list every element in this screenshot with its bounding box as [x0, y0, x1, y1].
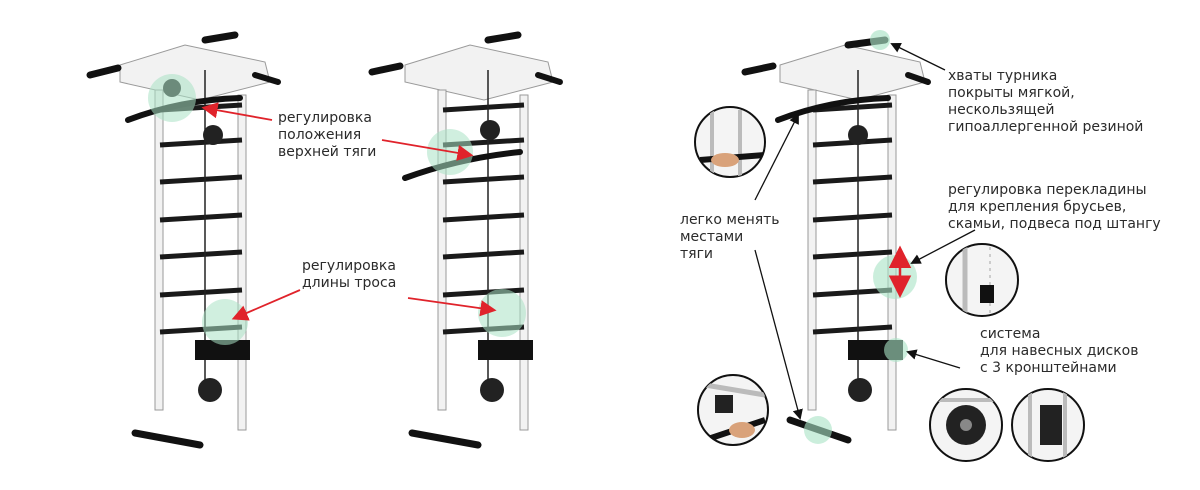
callout-plates: [906, 349, 961, 369]
pulley-icon: [480, 378, 504, 402]
pulley-icon: [848, 378, 872, 402]
wall-bars-unit-1: [86, 31, 281, 449]
pull-up-bar-top-2: [368, 31, 563, 101]
pull-up-bar-top-3: [741, 36, 931, 101]
top-pull-bar-3: [775, 95, 891, 123]
detail-circle-plates-2: [1011, 388, 1085, 462]
weight-plates-icon: [478, 340, 533, 360]
arrow-top-pull-2: [381, 139, 474, 161]
callout-swap-top: [754, 113, 799, 201]
pulley-icon: [203, 125, 223, 145]
frame-post-left-1: [154, 89, 164, 411]
label-cable-length-adjust: регулировка длины троса: [302, 258, 397, 291]
callout-crossbar: [910, 229, 976, 264]
highlight-zone: [873, 255, 917, 299]
highlight-zone: [870, 30, 890, 50]
label-grips: хваты турника покрыты мягкой, нескользящ…: [948, 68, 1144, 135]
rungs-1: [159, 102, 243, 335]
highlight-zone: [804, 416, 832, 444]
callout-grips: [890, 43, 946, 71]
pulley-icon: [480, 120, 500, 140]
wall-bars-unit-3: [741, 30, 931, 444]
arrow-top-pull-1: [201, 102, 273, 121]
frame-post-right-1: [237, 94, 247, 431]
frame-post-left-3: [807, 89, 817, 411]
label-easy-swap: легко менять местами тяги: [680, 212, 780, 262]
detail-circle-handle: [697, 374, 769, 446]
pulley-icon: [198, 378, 222, 402]
arrow-cable-2: [407, 297, 497, 317]
callout-swap-bottom: [754, 249, 803, 420]
label-top-pull-adjust: регулировка положения верхней тяги: [278, 110, 377, 160]
weight-plates-icon: [195, 340, 250, 360]
detail-circle-plates-1: [929, 388, 1003, 462]
wall-bars-unit-2: [368, 31, 563, 449]
label-plate-system: система для навесных дисков с 3 кронштей…: [980, 326, 1139, 376]
detail-circle-crossbar: [945, 243, 1019, 317]
highlight-zone: [478, 289, 526, 337]
highlight-zone: [884, 338, 908, 362]
highlight-zone: [202, 299, 248, 345]
frame-post-left-2: [437, 89, 447, 411]
pulley-icon: [848, 125, 868, 145]
handle-bar-icon: [408, 429, 482, 449]
arrow-cable-1: [231, 289, 301, 321]
frame-post-right-2: [519, 94, 529, 431]
label-crossbar-adjust: регулировка перекладины для крепления бр…: [948, 182, 1161, 232]
highlight-zone: [148, 74, 196, 122]
detail-circle-grip: [694, 106, 766, 178]
handle-bar-icon: [131, 429, 204, 449]
